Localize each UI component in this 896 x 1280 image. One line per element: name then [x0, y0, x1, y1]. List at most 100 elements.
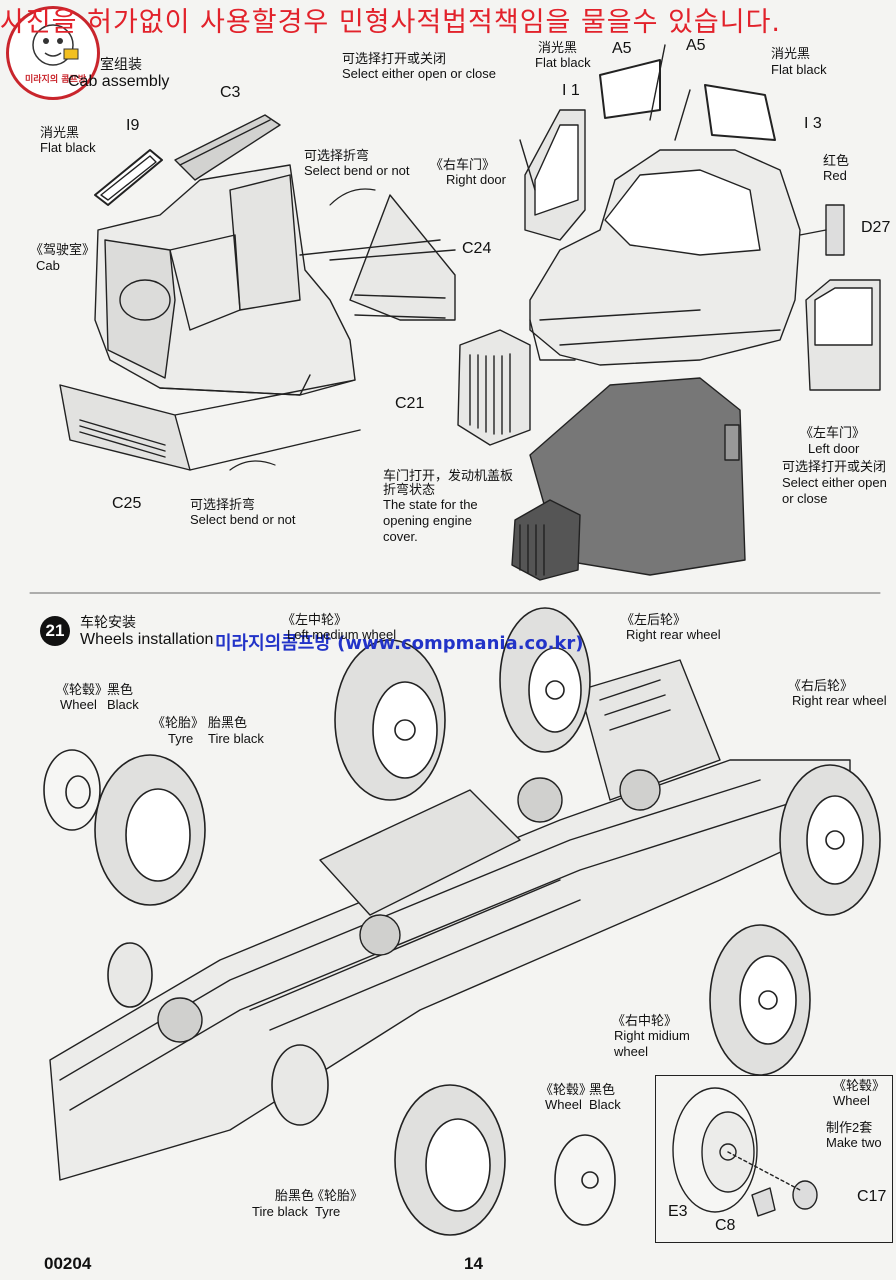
- kit-code: 00204: [44, 1254, 92, 1273]
- right-door-drawing: [519, 109, 586, 241]
- chassis-drawing: [49, 659, 851, 1181]
- window-i1-drawing: [599, 59, 661, 119]
- step20-title-cn: 室组装: [100, 56, 142, 72]
- bottom-wheel-label-cn: 《轮毂》: [540, 1082, 593, 1097]
- red-color-cn: 红色: [823, 153, 850, 168]
- i3-color-en: Flat black: [771, 62, 827, 77]
- wheel-color-en: Black: [107, 697, 139, 712]
- inset-wheel-en: Wheel: [833, 1093, 870, 1108]
- step-number-badge: 21: [40, 616, 70, 646]
- mascot-icon: [32, 24, 79, 66]
- inset-make-en: Make two: [826, 1135, 882, 1150]
- part-a5-right-label: A5: [686, 37, 706, 54]
- watermark-site-text: 미라지의콤프방 (www.compmania.co.kr): [215, 633, 584, 654]
- open-state-en2: opening engine: [383, 513, 472, 528]
- part-a5-left-label: A5: [612, 40, 632, 57]
- i9-color-cn: 消光黑: [40, 125, 80, 140]
- cab-label-en: Cab: [36, 258, 60, 273]
- bend-label-cn: 可选择折弯: [304, 148, 370, 163]
- open-cover-state-drawing: [511, 377, 746, 581]
- bottom-tyre-label-cn: 《轮胎》: [311, 1188, 364, 1203]
- left-door-option-en1: Select either open: [782, 475, 887, 490]
- part-c17-label: C17: [857, 1188, 887, 1205]
- part-i3-label: I 3: [804, 115, 822, 132]
- part-d27-drawing: [799, 204, 845, 256]
- left-door-en: Left door: [808, 441, 860, 456]
- step21-title-cn: 车轮安装: [80, 614, 136, 630]
- bottom-wheel-label-en: Wheel: [545, 1097, 582, 1112]
- left-rear-wheel-cn: 《左后轮》: [621, 612, 687, 627]
- bottom-tyre-label-en: Tyre: [315, 1204, 341, 1219]
- bottom-tyre-color-en: Tire black: [252, 1204, 308, 1219]
- wheel-assembly-inset: [655, 1075, 893, 1243]
- panel-c24-drawing: [299, 194, 456, 321]
- panel-c25-drawing: [59, 379, 361, 471]
- bottom-wheel-color-en: Black: [589, 1097, 621, 1112]
- left-door-option-en2: or close: [782, 491, 828, 506]
- left-door-option-cn: 可选择打开或关闭: [782, 459, 887, 474]
- window-i3-drawing: [704, 84, 776, 141]
- window-i9-drawing: [94, 149, 163, 206]
- bend2-label-cn: 可选择折弯: [190, 497, 256, 512]
- left-door-cn: 《左车门》: [800, 425, 866, 440]
- wheel-label-cn: 《轮毂》: [56, 682, 109, 697]
- tyre-label-en: Tyre: [168, 731, 194, 746]
- inset-wheel-drawing: [672, 1087, 818, 1217]
- inset-make-cn: 制作2套: [826, 1120, 873, 1135]
- part-c25-label: C25: [112, 495, 142, 512]
- bottom-tyre-color-cn: 胎黑色: [275, 1188, 315, 1203]
- page-number: 14: [464, 1254, 483, 1273]
- i1-color-en: Flat black: [535, 55, 591, 70]
- tyre-label-cn: 《轮胎》: [152, 715, 205, 730]
- bend-label-en: Select bend or not: [304, 163, 410, 178]
- open-state-en1: The state for the: [383, 497, 478, 512]
- cab-with-doors-drawing: [529, 149, 801, 366]
- select-open-close-cn: 可选择打开或关闭: [342, 51, 447, 66]
- part-d27-label: D27: [861, 219, 891, 236]
- cab-shell-drawing: [94, 164, 356, 396]
- right-rear-wheel-en: Right rear wheel: [792, 693, 887, 708]
- left-mid-wheel-en: Left medium wheel: [287, 627, 397, 642]
- right-mid-wheel-en1: Right midium: [614, 1028, 690, 1043]
- part-i1-label: I 1: [562, 82, 580, 99]
- wheel-label-en: Wheel: [60, 697, 97, 712]
- step20-title-en: Cab assembly: [68, 73, 170, 90]
- watermark-logo-text: 미라지의 콤프방: [25, 75, 87, 85]
- left-rear-wheel-en: Right rear wheel: [626, 627, 721, 642]
- left-door-drawing: [805, 279, 881, 391]
- part-c8-label: C8: [715, 1217, 736, 1234]
- part-c21-label: C21: [395, 395, 425, 412]
- right-mid-wheel-en2: wheel: [614, 1044, 648, 1059]
- i3-color-cn: 消光黑: [771, 46, 811, 61]
- right-door-cn: 《右车门》: [430, 157, 496, 172]
- grille-c21-drawing: [457, 329, 531, 446]
- right-door-en: Right door: [446, 172, 506, 187]
- part-c24-label: C24: [462, 240, 492, 257]
- inset-wheel-cn: 《轮毂》: [833, 1078, 886, 1093]
- wheel-color-cn: 黑色: [107, 682, 134, 697]
- tyre-color-cn: 胎黑色: [208, 715, 248, 730]
- watermark-warning-text: 사진을 허가없이 사용할경우 민형사적법적책임을 물을수 있습니다.: [0, 7, 782, 38]
- red-color-en: Red: [823, 168, 847, 183]
- open-state-cn2: 折弯状态: [383, 482, 436, 497]
- bottom-wheel-color-cn: 黑色: [589, 1082, 616, 1097]
- part-c3-label: C3: [220, 84, 241, 101]
- i1-color-cn: 消光黑: [538, 40, 578, 55]
- right-mid-wheel-cn: 《右中轮》: [612, 1013, 678, 1028]
- select-open-close-en: Select either open or close: [342, 66, 496, 81]
- step21-title-en: Wheels installation: [80, 631, 214, 648]
- left-mid-wheel-cn: 《左中轮》: [282, 612, 348, 627]
- tyre-drawings: [43, 607, 881, 1236]
- tyre-color-en: Tire black: [208, 731, 264, 746]
- bend2-label-en: Select bend or not: [190, 512, 296, 527]
- part-i9-label: I9: [126, 117, 140, 134]
- cab-label-cn: 《驾驶室》: [30, 242, 96, 257]
- roof-panel-c3-drawing: [174, 114, 281, 181]
- part-e3-label: E3: [668, 1203, 688, 1220]
- watermark-logo: [6, 6, 100, 100]
- open-state-en3: cover.: [383, 529, 418, 544]
- i9-color-en: Flat black: [40, 140, 96, 155]
- right-rear-wheel-cn: 《右后轮》: [788, 678, 854, 693]
- open-state-cn1: 车门打开，发动机盖板: [383, 468, 514, 483]
